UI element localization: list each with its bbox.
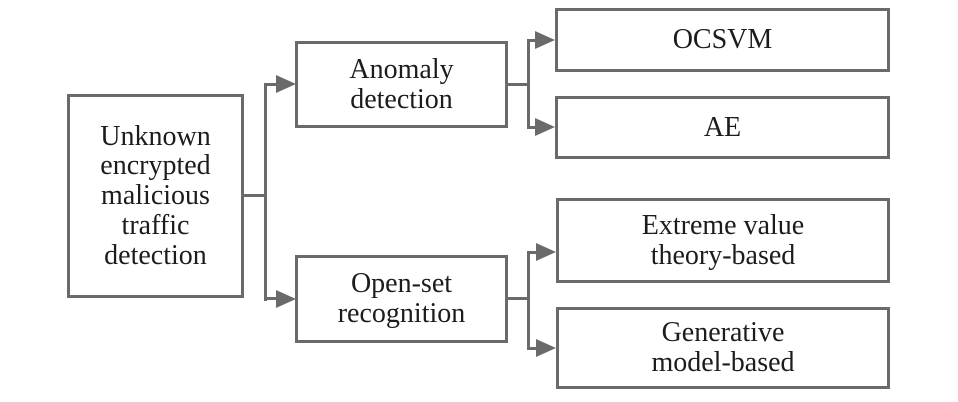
connector-anomaly-stub [508,83,530,86]
branch-node-anomaly-detection: Anomaly detection [295,41,508,128]
leaf-node-ae: AE [555,96,890,159]
connector-top-trunk [527,39,530,129]
arrowhead-right-icon [276,290,296,308]
branch-node-open-set-recognition: Open-set recognition [295,255,508,343]
connector-branch-anomaly [264,83,278,86]
arrowhead-right-icon [535,118,555,136]
connector-branch-generative [527,347,540,350]
connector-root-stub [244,194,267,197]
leaf-node-extreme-value-theory-based: Extreme value theory-based [556,198,890,283]
connector-branch-open-set [264,297,278,300]
connector-left-trunk [264,83,267,301]
connector-bottom-trunk [527,251,530,350]
arrowhead-right-icon [535,31,555,49]
connector-branch-ae [527,126,539,129]
arrowhead-right-icon [536,243,556,261]
connector-open-set-stub [508,297,530,300]
leaf-node-generative-model-based: Generative model-based [556,307,890,389]
arrowhead-right-icon [536,339,556,357]
root-node-unknown-traffic-detection: Unknown encrypted malicious traffic dete… [67,94,244,298]
connector-branch-extreme-value [527,251,540,254]
connector-branch-ocsvm [527,39,539,42]
leaf-node-ocsvm: OCSVM [555,8,890,72]
arrowhead-right-icon [276,75,296,93]
